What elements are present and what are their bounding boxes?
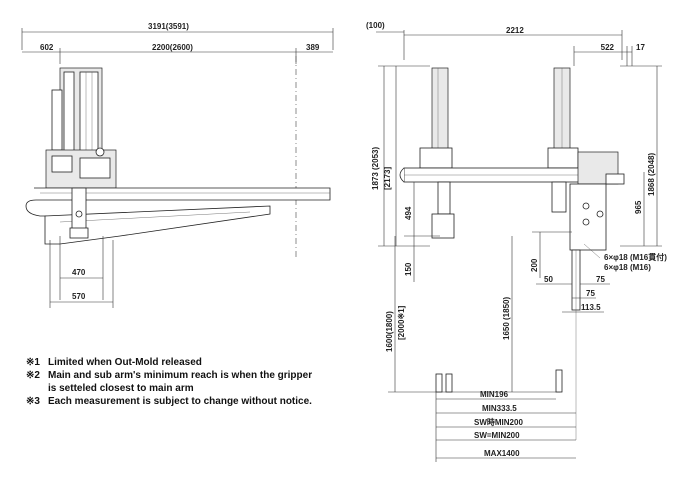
dim-75a: 75: [596, 275, 605, 284]
dim-overall: 3191(3591): [148, 22, 189, 31]
note-2-text-cont: is setteled closest to main arm: [48, 383, 194, 394]
bolt-note-2: 6×φ18 (M16): [604, 263, 651, 272]
dim-h200: 200: [530, 258, 539, 272]
dim-width: 2212: [506, 26, 524, 35]
note-3-mark: ※3: [26, 396, 40, 407]
dim-h1650: 1650 (1850): [502, 297, 511, 340]
dim-min196: MIN196: [480, 390, 509, 399]
dim-h1873: 1873 (2053): [371, 147, 380, 190]
dim-w570: 570: [72, 292, 86, 301]
dim-middle: 2200(2600): [152, 43, 193, 52]
notes: ※1 Limited when Out-Mold released ※2 Mai…: [26, 357, 312, 407]
dim-50: 50: [544, 275, 553, 284]
dim-522: 522: [601, 43, 615, 52]
dim-h2000: [2000※1]: [397, 305, 406, 340]
dim-left: 602: [40, 43, 54, 52]
dim-h494: 494: [404, 206, 413, 220]
bolt-note-1: 6×φ18 (M16貫付): [604, 252, 667, 262]
dim-113: 113.5: [581, 303, 601, 312]
base-support: [44, 205, 271, 245]
dim-17: 17: [636, 43, 645, 52]
note-3-text: Each measurement is subject to change wi…: [48, 396, 312, 407]
traverse-beam: [25, 187, 331, 217]
dim-right: 389: [306, 43, 320, 52]
dim-h150: 150: [404, 262, 413, 276]
dim-h1868: 1868 (2048): [647, 153, 656, 196]
note-2-mark: ※2: [26, 370, 40, 381]
dim-sw1: SW時MIN200: [474, 417, 523, 427]
left-view: 3191(3591) 602 2200(2600) 389: [21, 22, 334, 308]
right-view: (100) 2212 522 17: [366, 21, 667, 462]
dim-h965: 965: [634, 200, 643, 214]
dim-w470: 470: [72, 268, 86, 277]
dim-top-offset: (100): [366, 21, 385, 30]
note-1-text: Limited when Out-Mold released: [48, 357, 202, 368]
dim-min333: MIN333.5: [482, 404, 517, 413]
dim-sw2: SW=MIN200: [474, 431, 520, 440]
note-2-text: Main and sub arm's minimum reach is when…: [48, 370, 312, 381]
dim-75b: 75: [586, 289, 595, 298]
note-1-mark: ※1: [26, 357, 40, 368]
dim-h2173: [2173]: [383, 167, 392, 190]
dim-h1600: 1600(1800): [385, 311, 394, 352]
dim-max1400: MAX1400: [484, 449, 520, 458]
